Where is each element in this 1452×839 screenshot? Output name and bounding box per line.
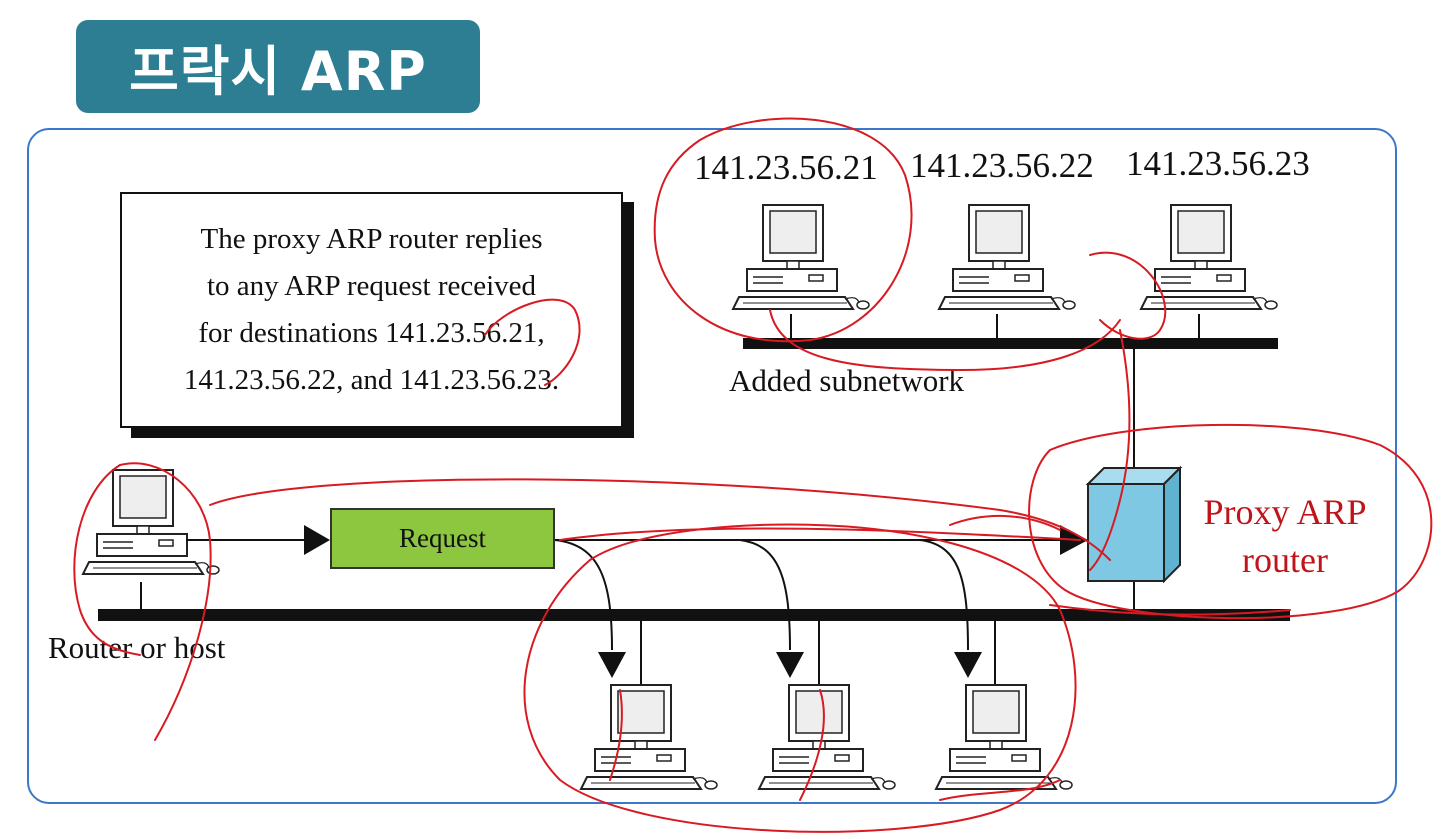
host-ip-label: 141.23.56.22 — [910, 146, 1094, 185]
diagram-frame — [27, 128, 1397, 804]
computer-icon — [758, 684, 896, 790]
proxy-label-line: Proxy ARP — [1203, 492, 1367, 532]
computer-icon — [580, 684, 718, 790]
arrow-head — [954, 652, 982, 678]
proxy-router-icon — [1085, 465, 1183, 584]
proxy-arp-router-label: Proxy ARP router — [1192, 488, 1378, 584]
note-line: 141.23.56.22, and 141.23.56.23. — [183, 364, 560, 396]
computer-icon — [935, 684, 1073, 790]
note-line: The proxy ARP router replies — [200, 223, 543, 255]
explanation-note: The proxy ARP router replies to any ARP … — [120, 192, 623, 428]
arrow-head — [304, 525, 330, 555]
host-ip-label: 141.23.56.21 — [694, 148, 878, 187]
computer-icon — [938, 204, 1076, 310]
note-line: to any ARP request received — [206, 270, 537, 302]
red-annotations — [73, 117, 1433, 833]
proxy-label-line: router — [1242, 540, 1328, 580]
slide-title: 프락시 ARP — [129, 40, 427, 103]
arrow-head — [598, 652, 626, 678]
arrow-head — [776, 652, 804, 678]
request-label: Request — [399, 523, 486, 553]
request-packet: Request — [330, 508, 555, 569]
computer-icon — [732, 204, 870, 310]
host-ip-label: 141.23.56.23 — [1126, 144, 1310, 183]
title-banner: 프락시 ARP — [76, 20, 480, 113]
added-subnet-bus — [743, 338, 1278, 349]
computer-icon — [82, 469, 220, 575]
main-bus — [98, 609, 1290, 621]
